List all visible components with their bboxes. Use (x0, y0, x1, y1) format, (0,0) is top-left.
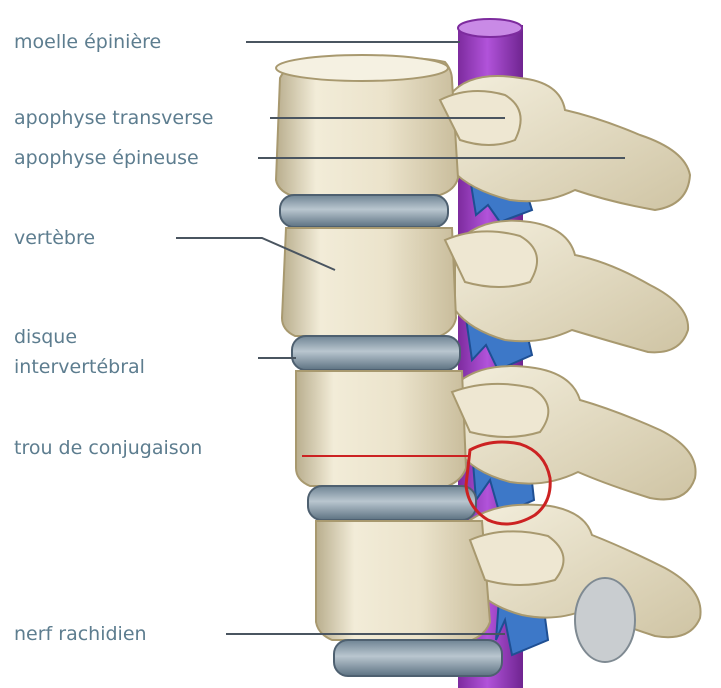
label-nerf-rachidien: nerf rachidien (14, 622, 147, 646)
label-trou-de-conjugaison: trou de conjugaison (14, 436, 202, 460)
label-apophyse-epineuse: apophyse épineuse (14, 146, 199, 170)
label-disque-line1: disque (14, 322, 145, 352)
label-moelle-epiniere: moelle épinière (14, 30, 161, 54)
label-vertebre: vertèbre (14, 226, 95, 250)
label-disque-line2: intervertébral (14, 352, 145, 382)
label-apophyse-transverse: apophyse transverse (14, 106, 213, 130)
label-disque-intervertebral: disque intervertébral (14, 322, 145, 382)
